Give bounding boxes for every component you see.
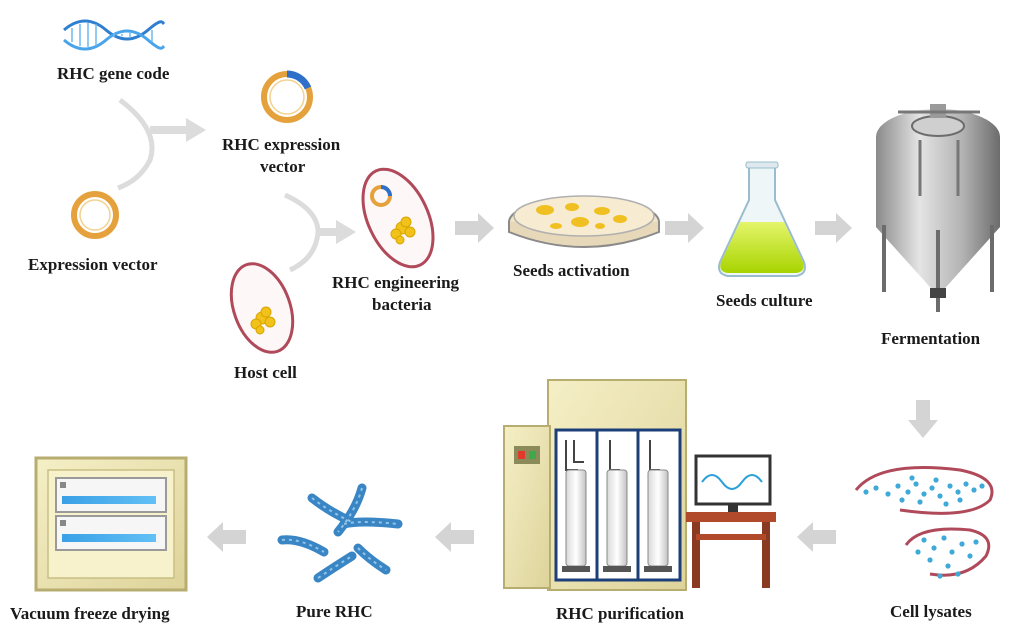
lysate-dot [957,497,963,503]
lysate-dot [905,489,911,495]
lysate-dot [945,563,951,569]
lysate-dot [955,571,961,577]
lysate-dot [933,477,939,483]
label-engineering-bacteria-line1: RHC engineering [332,273,460,292]
flask-icon [718,161,806,277]
lysate-dot [967,553,973,559]
label-rhc-expression-vector-line2: vector [260,157,306,176]
label-fermentation: Fermentation [881,329,981,348]
label-seeds-activation: Seeds activation [513,261,630,280]
lysate-dot [959,541,965,547]
label-rhc-expression-vector-line1: RHC expression [222,135,341,154]
lysate-dot [931,545,937,551]
dna-icon [63,19,166,51]
lysate-dot [949,549,955,555]
collagen-fiber-icon [277,483,403,583]
freeze-dryer-icon [34,456,188,592]
lysate-dot [971,487,977,493]
label-expression-vector: Expression vector [28,255,158,274]
purification-system-icon [503,379,776,591]
lysate-dot [943,501,949,507]
lysate-dot [937,493,943,499]
flow-arrow [815,213,852,243]
lysate-dot [885,491,891,497]
rhc-expression-vector-icon [261,70,313,123]
lysate-dot [895,483,901,489]
lysate-dot [973,539,979,545]
host-cell-icon [229,262,295,354]
label-host-cell: Host cell [234,363,297,382]
lysate-dot [921,537,927,543]
lysate-dot [947,483,953,489]
cell-lysates-icon [854,466,994,579]
flow-arrow [207,522,246,552]
expression-vector-icon [71,191,119,239]
lysate-dot [937,573,943,579]
label-vacuum-freeze-drying: Vacuum freeze drying [10,604,170,623]
lysate-dot [917,499,923,505]
lysate-dot [929,485,935,491]
flow-arrow [797,522,836,552]
collagen-twist-highlight [281,487,399,579]
lysate-dot [909,475,915,481]
lysate-dot [873,485,879,491]
lysate-dot [913,481,919,487]
label-rhc-purification: RHC purification [556,604,684,623]
lysate-dot [915,549,921,555]
engineering-bacteria-icon [361,167,435,269]
lysate-dot [863,489,869,495]
lysate-dot [927,557,933,563]
fermenter-icon [876,104,1000,312]
lysate-dot [899,497,905,503]
merge-arrow-2 [283,192,356,273]
lysate-dot [979,483,985,489]
flow-arrow [455,213,494,243]
label-engineering-bacteria-line2: bacteria [372,295,432,314]
lysate-dot [941,535,947,541]
label-cell-lysates: Cell lysates [890,602,972,621]
merge-arrow-1 [117,98,206,191]
lysate-dot [921,491,927,497]
label-pure-rhc: Pure RHC [296,602,373,621]
label-gene-code: RHC gene code [57,64,170,83]
flow-arrow [665,213,704,243]
label-seeds-culture: Seeds culture [716,291,813,310]
flow-arrow [435,522,474,552]
petri-dish-icon [508,195,660,248]
lysate-dot [963,481,969,487]
lysate-dot [955,489,961,495]
flow-arrow-down [908,400,938,438]
